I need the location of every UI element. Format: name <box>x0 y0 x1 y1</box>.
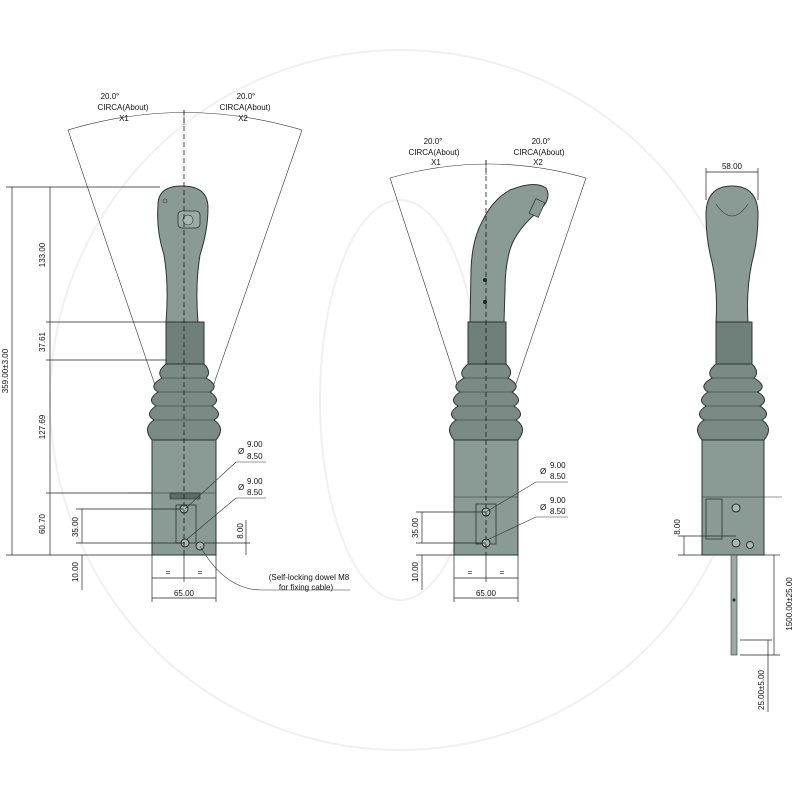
front-eq-left: = <box>166 568 171 577</box>
front-angle-right: 20.0° <box>237 92 256 101</box>
side-hole2-dia: 9.00 <box>550 496 566 505</box>
rear-dim-58: 58.00 <box>722 162 743 171</box>
side-handle <box>469 184 549 323</box>
side-hole2-dia2: 8.50 <box>550 507 566 516</box>
front-handle <box>157 185 209 323</box>
front-view <box>6 110 350 602</box>
front-eq-right: = <box>198 568 203 577</box>
rear-bellows <box>697 363 769 441</box>
front-circa-right: CIRCA(About) <box>219 103 270 112</box>
rear-collar <box>715 321 753 365</box>
front-dim-133: 133.00 <box>38 242 47 267</box>
side-angle-left: 20.0° <box>424 137 443 146</box>
front-dim-8: 8.00 <box>236 523 245 539</box>
front-dim-total: 359.00±3.00 <box>1 348 10 393</box>
dowel-note-line2: for fixing cable) <box>279 583 334 592</box>
front-annotations: 20.0° CIRCA(About) X1 20.0° CIRCA(About)… <box>1 92 350 598</box>
side-angle-right: 20.0° <box>532 137 551 146</box>
front-dim-65: 65.00 <box>174 589 195 598</box>
rear-annotations: 58.00 8.00 1500.00±25.00 25.00±5.00 <box>673 162 794 710</box>
front-hole1-symbol: Ø <box>238 447 244 456</box>
side-hole1-dia: 9.00 <box>550 461 566 470</box>
rear-base <box>701 439 765 556</box>
front-axis-left: X1 <box>119 114 129 123</box>
side-axis-right: X2 <box>533 158 543 167</box>
front-hole2-dia: 9.00 <box>247 477 263 486</box>
side-eq-right: = <box>500 568 505 577</box>
front-dim-3761: 37.61 <box>38 331 47 352</box>
front-dim-35: 35.00 <box>71 516 80 537</box>
rear-dim-8: 8.00 <box>673 519 682 535</box>
side-hole1-symbol: Ø <box>540 467 546 476</box>
side-hole1-dia2: 8.50 <box>550 472 566 481</box>
front-angle-left: 20.0° <box>101 92 120 101</box>
side-circa-right: CIRCA(About) <box>513 148 564 157</box>
side-eq-left: = <box>468 568 473 577</box>
handle-button-icon <box>182 214 194 226</box>
side-axis-left: X1 <box>431 158 441 167</box>
front-hole1-dia: 9.00 <box>247 440 263 449</box>
rear-handle <box>705 185 759 323</box>
side-collar <box>467 321 507 365</box>
rear-cable <box>730 554 738 656</box>
rear-dim-cable: 1500.00±25.00 <box>785 577 794 631</box>
front-hole2-dia2: 8.50 <box>247 488 263 497</box>
front-collar <box>165 321 205 365</box>
front-dim-6070: 60.70 <box>38 513 47 534</box>
side-dim-10: 10.00 <box>411 561 420 582</box>
front-hole1-dia2: 8.50 <box>247 452 263 461</box>
front-circa-left: CIRCA(About) <box>97 103 148 112</box>
rear-dim-25: 25.00±5.00 <box>757 669 766 710</box>
front-dim-12769: 127.69 <box>38 414 47 439</box>
side-annotations: 20.0° CIRCA(About) X1 20.0° CIRCA(About)… <box>408 137 566 598</box>
side-dim-65: 65.00 <box>476 589 497 598</box>
front-hole2-symbol: Ø <box>238 483 244 492</box>
front-dim-10: 10.00 <box>71 561 80 582</box>
side-view <box>389 160 587 602</box>
side-hole2-symbol: Ø <box>540 503 546 512</box>
side-circa-left: CIRCA(About) <box>408 148 459 157</box>
side-dim-35: 35.00 <box>411 517 420 538</box>
dowel-note-line1: (Self-locking dowel M8 <box>269 573 350 582</box>
rear-view <box>678 168 782 712</box>
front-axis-right: X2 <box>238 114 248 123</box>
